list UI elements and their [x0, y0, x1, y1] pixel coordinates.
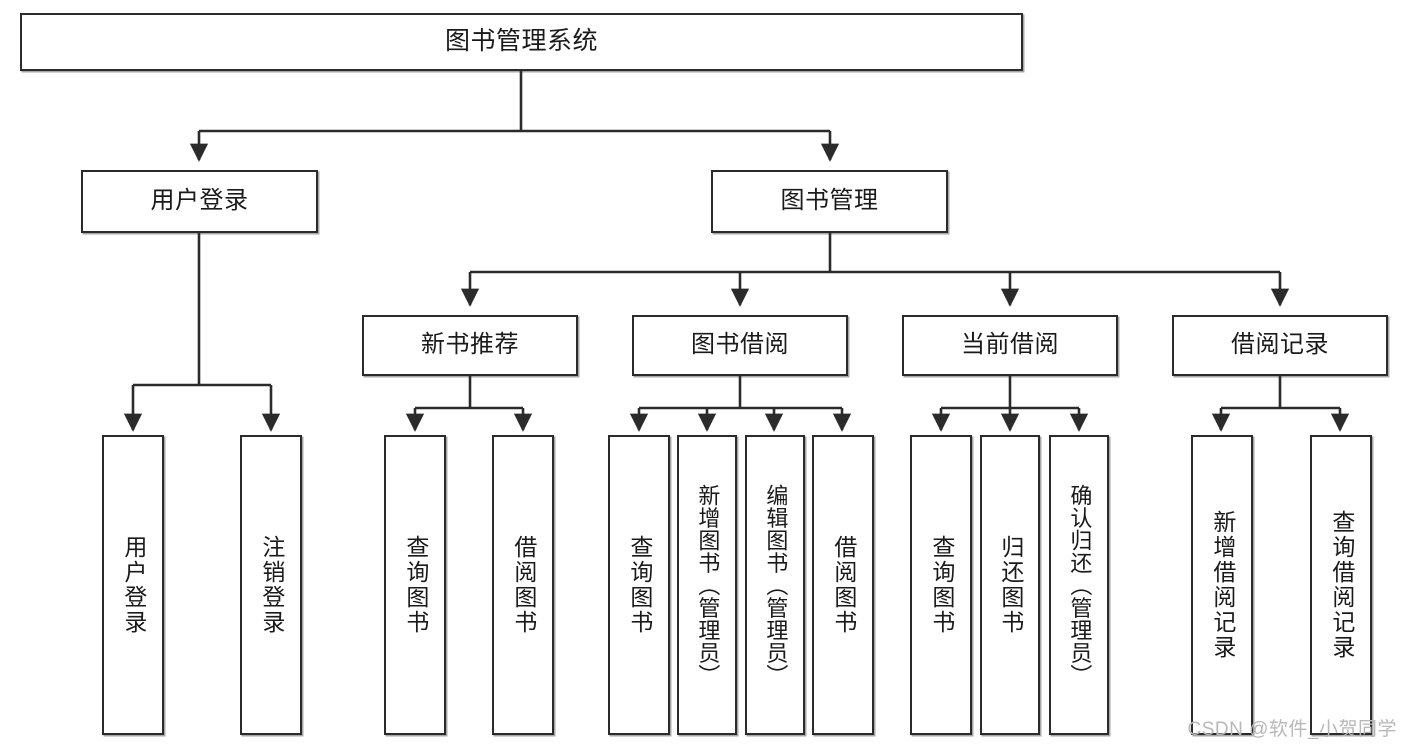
node-label: 归还图书	[997, 535, 1024, 635]
node-book-management[interactable]: 图书管理	[711, 170, 948, 233]
node-leaf-borrow-book-1[interactable]: 借阅图书	[492, 435, 554, 735]
node-root-system[interactable]: 图书管理系统	[20, 13, 1023, 71]
node-borrow-records[interactable]: 借阅记录	[1172, 315, 1388, 376]
node-leaf-confirm-return-admin[interactable]: 确认归还（管理员）	[1049, 435, 1109, 735]
node-label: 查询图书	[928, 535, 955, 635]
node-book-borrow[interactable]: 图书借阅	[632, 315, 848, 376]
node-leaf-return-book[interactable]: 归还图书	[980, 435, 1040, 735]
node-leaf-user-login[interactable]: 用户登录	[102, 435, 164, 735]
node-leaf-logout[interactable]: 注销登录	[240, 435, 302, 735]
csdn-watermark: CSDN @软件_小贺同学	[1187, 719, 1397, 740]
node-leaf-add-book-admin[interactable]: 新增图书（管理员）	[677, 435, 737, 735]
node-leaf-query-book-3[interactable]: 查询图书	[910, 435, 972, 735]
node-label: 注销登录	[258, 535, 285, 635]
node-label: 新书推荐	[421, 331, 519, 359]
node-label: 借阅记录	[1231, 331, 1329, 359]
node-label: 当前借阅	[961, 331, 1059, 359]
node-label: 图书管理系统	[444, 27, 598, 56]
node-leaf-borrow-book-2[interactable]: 借阅图书	[812, 435, 874, 735]
node-leaf-query-book-1[interactable]: 查询图书	[384, 435, 446, 735]
node-label: 图书管理	[780, 187, 879, 215]
node-new-book-recommend[interactable]: 新书推荐	[362, 315, 578, 376]
node-label: 借阅图书	[830, 535, 857, 635]
node-label: 新增借阅记录	[1209, 510, 1236, 660]
node-user-login[interactable]: 用户登录	[81, 170, 318, 233]
node-label: 查询图书	[626, 535, 653, 635]
node-label: 借阅图书	[510, 535, 537, 635]
node-leaf-add-borrow-record[interactable]: 新增借阅记录	[1191, 435, 1253, 735]
node-label: 查询借阅记录	[1328, 510, 1355, 660]
node-label: 确认归还（管理员）	[1067, 483, 1093, 687]
node-label: 图书借阅	[691, 331, 789, 359]
node-leaf-edit-book-admin[interactable]: 编辑图书（管理员）	[745, 435, 805, 735]
node-label: 用户登录	[120, 535, 147, 635]
node-label: 用户登录	[150, 187, 249, 215]
node-current-borrow[interactable]: 当前借阅	[902, 315, 1118, 376]
node-label: 新增图书（管理员）	[695, 483, 721, 687]
node-leaf-query-borrow-record[interactable]: 查询借阅记录	[1310, 435, 1372, 735]
node-leaf-query-book-2[interactable]: 查询图书	[608, 435, 670, 735]
node-label: 查询图书	[402, 535, 429, 635]
node-label: 编辑图书（管理员）	[763, 483, 789, 687]
